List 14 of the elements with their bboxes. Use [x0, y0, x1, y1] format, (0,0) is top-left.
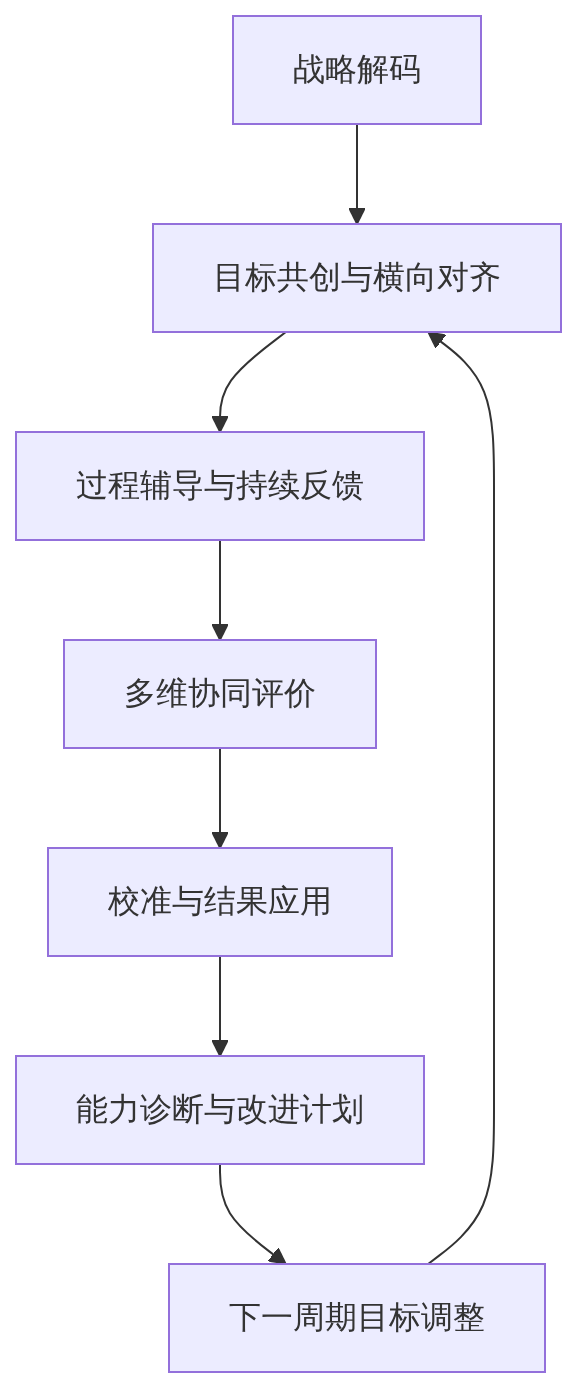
node-box: 目标共创与横向对齐: [152, 223, 562, 333]
arrow: [219, 1163, 287, 1265]
arrow: [211, 955, 229, 1057]
arrow: [427, 331, 495, 1265]
node-box: 下一周期目标调整: [168, 1263, 546, 1373]
node-box: 战略解码: [232, 15, 482, 125]
node-box: 过程辅导与持续反馈: [15, 431, 425, 541]
arrow: [211, 747, 229, 849]
arrow: [211, 539, 229, 641]
arrow: [348, 123, 366, 225]
node-box: 能力诊断与改进计划: [15, 1055, 425, 1165]
arrow: [211, 331, 287, 433]
node-box: 校准与结果应用: [47, 847, 393, 957]
node-box: 多维协同评价: [63, 639, 377, 749]
